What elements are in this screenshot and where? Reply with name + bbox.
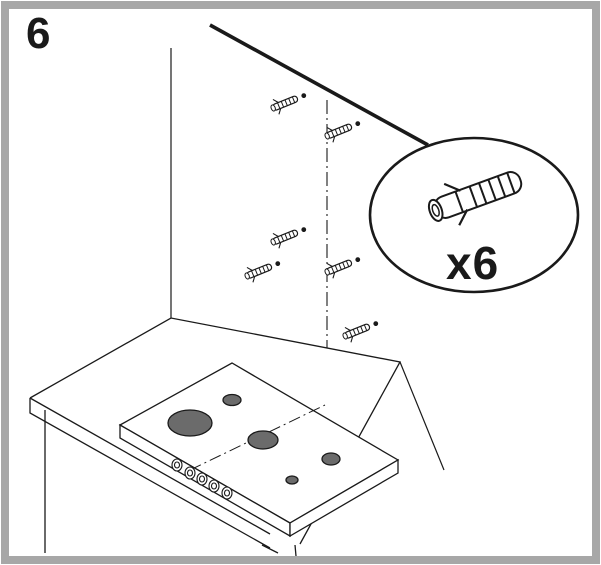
wall-plug-anchor-icon [339,314,382,345]
detail-callout [368,136,580,294]
gas-hob [118,362,400,538]
burner-small [321,452,341,466]
burner-small [222,393,242,407]
ceiling-edge [209,23,429,147]
burner-medium [247,430,279,450]
wall-plug-anchor-icon [321,114,364,145]
wall-plug-anchor-icon [267,220,310,251]
quantity-label: x6 [446,237,500,289]
wall-plug-anchor-icon [321,250,364,281]
control-knobs [171,458,233,500]
step-number: 6 [26,9,51,58]
wall-plug-anchor-icon [241,254,284,285]
wall-plug-anchor-icon [267,86,310,117]
burner-large [167,409,213,437]
burner-auxiliary [285,475,299,485]
wall-plug-anchor-icon [427,171,523,226]
wall-anchors [241,86,382,345]
